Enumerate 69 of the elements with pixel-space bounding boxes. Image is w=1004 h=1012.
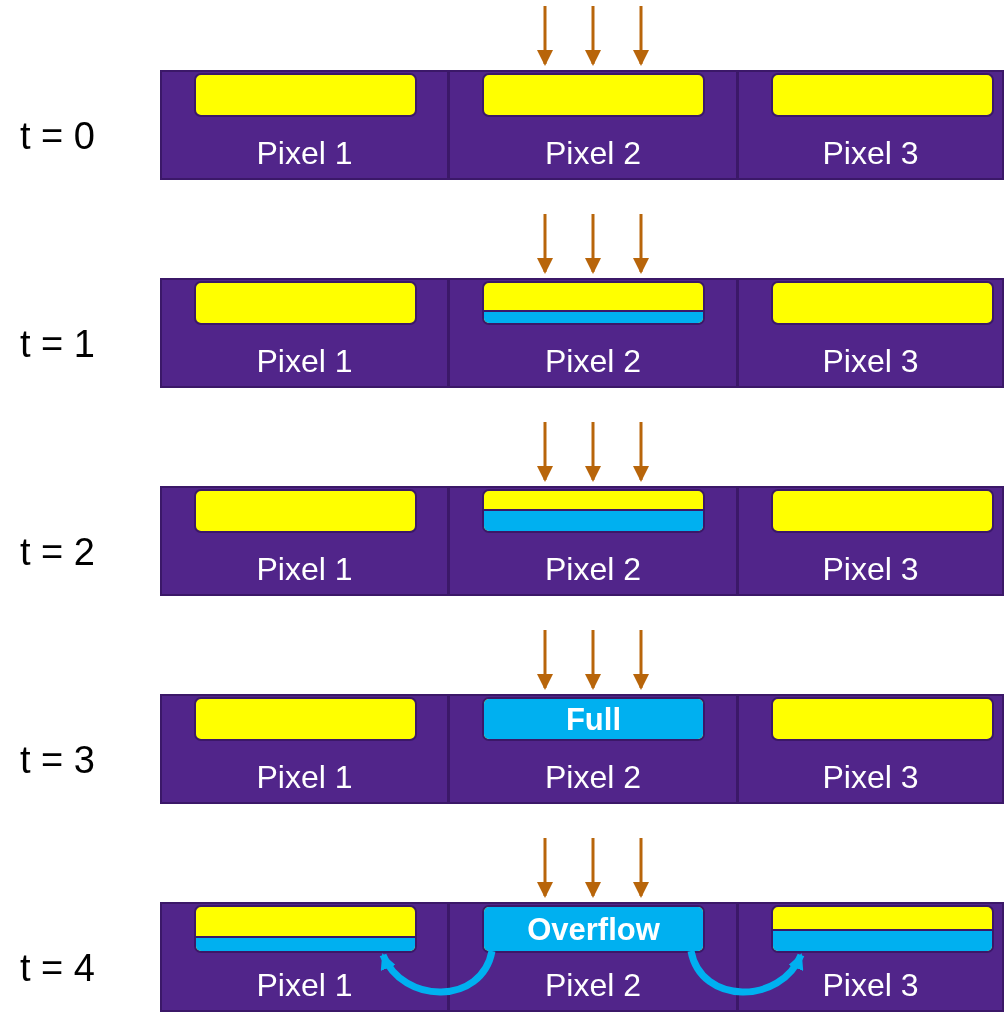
charge-well	[771, 697, 994, 741]
pixel-box	[448, 70, 738, 180]
charge-well	[194, 73, 417, 117]
arrow	[585, 630, 601, 690]
charge-well	[194, 489, 417, 533]
pixel-box	[737, 694, 1004, 804]
pixel-box	[737, 278, 1004, 388]
arrow	[537, 6, 553, 66]
charge-well	[482, 281, 705, 325]
charge-well	[194, 697, 417, 741]
pixel-label: Pixel 2	[544, 758, 641, 796]
overflow-arrow	[379, 949, 496, 996]
time-label: t = 0	[20, 114, 95, 158]
well-label: Full	[565, 703, 622, 735]
time-label: t = 3	[20, 738, 95, 782]
arrow	[585, 6, 601, 66]
charge-well	[194, 905, 417, 953]
charge-well	[771, 281, 994, 325]
pixel-label: Pixel 3	[822, 342, 919, 380]
charge-well	[482, 697, 705, 741]
charge-well	[194, 281, 417, 325]
pixel-label: Pixel 3	[822, 966, 919, 1004]
pixel-box	[448, 278, 738, 388]
pixel-label: Pixel 1	[256, 550, 353, 588]
charge-well	[771, 489, 994, 533]
charge-well	[482, 905, 705, 953]
pixel-label: Pixel 3	[822, 550, 919, 588]
pixel-box	[160, 486, 449, 596]
pixel-label: Pixel 2	[544, 342, 641, 380]
charge-well	[482, 73, 705, 117]
arrow	[585, 422, 601, 482]
arrow	[633, 422, 649, 482]
pixel-box	[160, 694, 449, 804]
arrow	[633, 214, 649, 274]
pixel-label: Pixel 1	[256, 342, 353, 380]
overflow-arrow	[687, 949, 805, 996]
pixel-label: Pixel 1	[256, 966, 353, 1004]
charge-well	[771, 73, 994, 117]
pixel-label: Pixel 3	[822, 758, 919, 796]
pixel-label: Pixel 1	[256, 758, 353, 796]
arrow	[633, 838, 649, 898]
pixel-box	[737, 486, 1004, 596]
time-label: t = 1	[20, 322, 95, 366]
pixel-box	[737, 70, 1004, 180]
pixel-box	[448, 486, 738, 596]
arrow	[633, 630, 649, 690]
pixel-label: Pixel 1	[256, 134, 353, 172]
time-label: t = 4	[20, 946, 95, 990]
arrow	[585, 838, 601, 898]
pixel-label: Pixel 3	[822, 134, 919, 172]
pixel-box	[448, 902, 738, 1012]
arrow	[537, 422, 553, 482]
pixel-label: Pixel 2	[544, 966, 641, 1004]
pixel-box	[737, 902, 1004, 1012]
pixel-label: Pixel 2	[544, 550, 641, 588]
charge-well	[482, 489, 705, 533]
pixel-box	[448, 694, 738, 804]
pixel-box	[160, 278, 449, 388]
time-label: t = 2	[20, 530, 95, 574]
pixel-box	[160, 70, 449, 180]
arrow	[633, 6, 649, 66]
pixel-label: Pixel 2	[544, 134, 641, 172]
arrow	[537, 838, 553, 898]
well-label: Overflow	[527, 913, 660, 945]
arrow	[537, 630, 553, 690]
arrow	[585, 214, 601, 274]
charge-well	[771, 905, 994, 953]
arrow	[537, 214, 553, 274]
pixel-box	[160, 902, 449, 1012]
